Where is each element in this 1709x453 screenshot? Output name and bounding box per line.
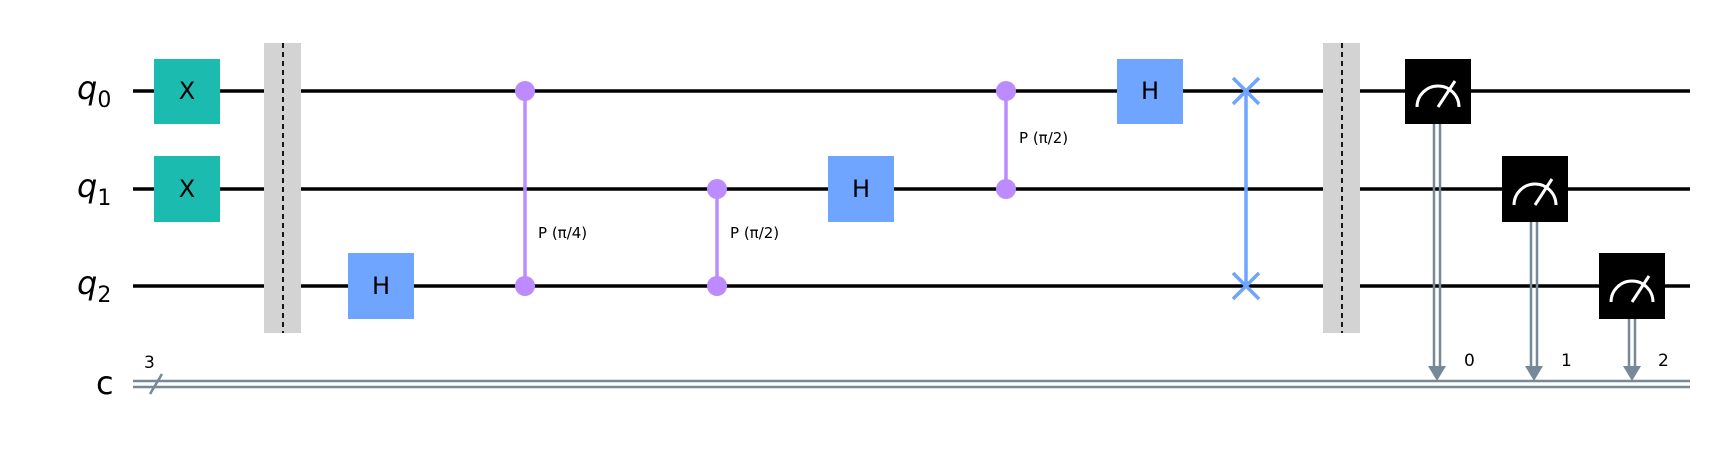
- h-gate-q1: H: [828, 156, 894, 222]
- svg-text:H: H: [852, 175, 870, 203]
- measure-q2: [1599, 253, 1665, 381]
- classical-register-size: 3: [144, 353, 155, 373]
- svg-text:H: H: [372, 272, 390, 300]
- svg-text:X: X: [179, 175, 195, 203]
- h-gate-q0: H: [1117, 59, 1183, 124]
- control-dot: [515, 81, 535, 101]
- measure-q1: [1502, 156, 1568, 381]
- classical-bit-label-0: 0: [1464, 351, 1475, 371]
- classical-wire: [133, 373, 1690, 395]
- classical-bit-label-2: 2: [1658, 351, 1669, 371]
- barrier-1: [264, 43, 301, 333]
- control-dot: [996, 179, 1016, 199]
- cp-param-label-3: P (π/2): [1019, 129, 1068, 147]
- qubit-label-q1: q1: [77, 167, 111, 211]
- barrier-2: [1323, 43, 1360, 333]
- control-dot: [515, 276, 535, 296]
- control-dot: [707, 179, 727, 199]
- classical-bit-label-1: 1: [1561, 351, 1572, 371]
- qubit-label-q0: q0: [77, 69, 111, 113]
- classical-register-label: c: [96, 364, 114, 402]
- cp-param-label-2: P (π/2): [730, 224, 779, 242]
- swap-gate: [1231, 76, 1261, 301]
- controlled-phase-pi2-b: [996, 81, 1016, 199]
- svg-text:X: X: [179, 77, 195, 105]
- qubit-label-q2: q2: [77, 264, 111, 308]
- measure-q0: [1405, 59, 1471, 381]
- controlled-phase-pi2-a: [707, 179, 727, 296]
- control-dot: [707, 276, 727, 296]
- controlled-phase-pi4: [515, 81, 535, 296]
- x-gate-q1: X: [154, 156, 220, 222]
- svg-text:H: H: [1141, 77, 1159, 105]
- classical-bus-slash: [148, 373, 164, 395]
- measure-arrow: [1525, 366, 1543, 381]
- cp-param-label-1: P (π/4): [538, 224, 587, 242]
- control-dot: [996, 81, 1016, 101]
- x-gate-q0: X: [154, 59, 220, 124]
- measure-arrow: [1623, 366, 1641, 381]
- h-gate-q2: H: [348, 253, 414, 319]
- measure-arrow: [1428, 366, 1446, 381]
